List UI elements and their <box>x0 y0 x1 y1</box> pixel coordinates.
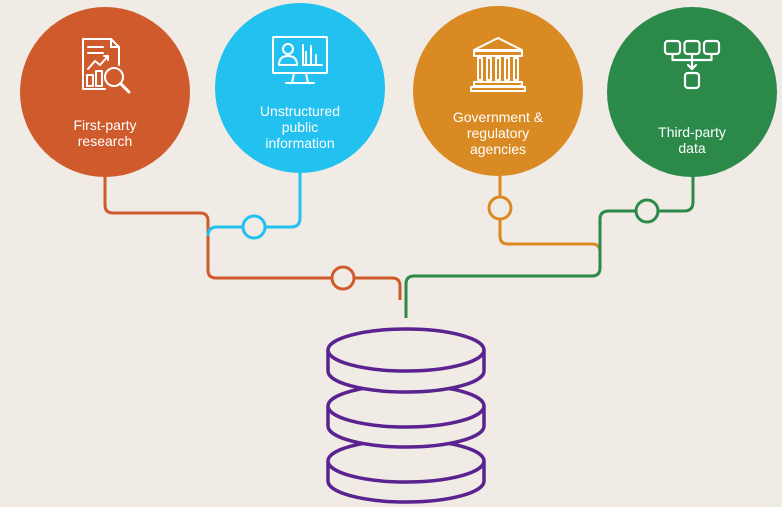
government-building-icon <box>470 37 526 92</box>
monitor-analytics-icon <box>272 36 328 84</box>
connector-government <box>498 175 602 253</box>
source-label: Unstructured public information <box>259 103 341 151</box>
connector-unstructured <box>206 172 302 237</box>
source-unstructured-public-information: Unstructured public information <box>215 3 385 173</box>
report-magnifier-icon <box>82 38 131 94</box>
connector-first-party <box>103 175 402 300</box>
source-label: Third-party data <box>658 124 726 156</box>
junction-node-blue <box>241 214 267 240</box>
source-label: First-party research <box>73 117 137 149</box>
source-third-party-data: Third-party data <box>607 7 777 177</box>
source-first-party-research: First-party research <box>20 7 190 177</box>
junction-node-green <box>634 198 660 224</box>
junction-node-gold <box>487 195 513 221</box>
data-flow-icon <box>663 39 721 90</box>
junction-node-orange <box>330 265 356 291</box>
source-government-regulatory-agencies: Government & regulatory agencies <box>413 6 583 176</box>
connector-third-party <box>404 175 695 318</box>
source-label: Government & regulatory agencies <box>452 109 544 157</box>
database-icon <box>326 327 486 504</box>
